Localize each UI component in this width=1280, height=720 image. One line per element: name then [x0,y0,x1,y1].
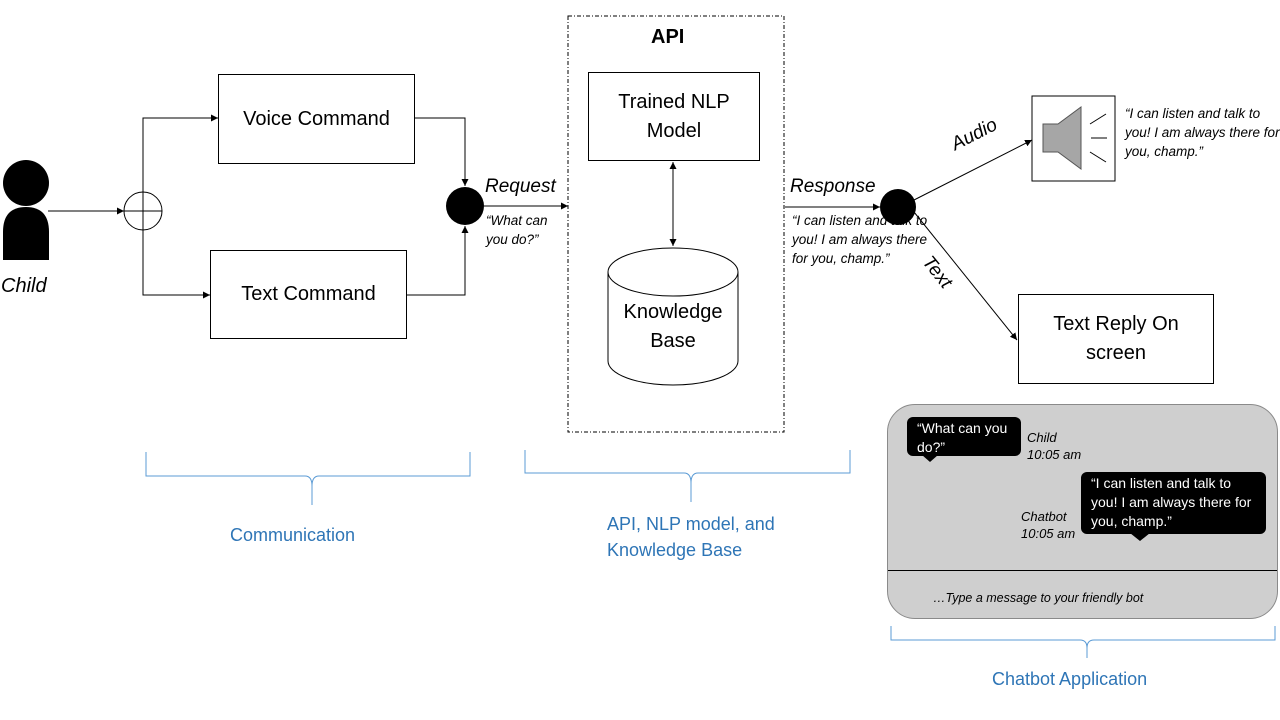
child-bubble-tail [922,455,938,462]
brace-communication [145,452,471,505]
brace-api [524,450,851,502]
child-meta: Child 10:05 am [1027,429,1081,463]
speaker-icon [1042,106,1107,170]
group-label-chatbot: Chatbot Application [992,669,1148,689]
audio-quote: “I can listen and talk to you! I am alwa… [1125,106,1280,159]
bot-time: 10:05 am [1021,526,1076,541]
edge-audio [913,139,1033,201]
nlp-model-label: Trained NLP Model [618,90,730,142]
response-quote: “I can listen and talk to you! I am alwa… [792,213,928,266]
edge-voice-to-merge [414,117,469,186]
edge-to-text-command [142,230,210,299]
edge-text [913,211,1018,341]
bot-message-text: “I can listen and talk to you! I am alwa… [1091,475,1252,529]
merge-node [446,187,484,225]
group-label-communication: Communication [230,525,356,545]
request-quote: “What can you do?” [486,213,548,247]
chat-divider [888,570,1277,571]
chat-window: “What can you do?” Child 10:05 am “I can… [887,404,1278,619]
brace-chatbot [890,626,1276,658]
text-reply-label: Text Reply On screen [1053,313,1179,364]
voice-command-label: Voice Command [243,107,390,130]
child-sender: Child [1027,430,1057,445]
bot-sender: Chatbot [1021,509,1067,524]
output-node [880,189,916,225]
bot-message-bubble: “I can listen and talk to you! I am alwa… [1081,472,1266,534]
response-label: Response [790,176,876,197]
edge-text-to-merge [406,226,469,296]
api-title: API [651,26,685,48]
nlp-model-box: Trained NLP Model [588,72,760,161]
person-icon [3,160,49,260]
text-command-label: Text Command [241,283,376,305]
request-label: Request [485,176,556,197]
knowledge-base-cylinder [607,247,739,386]
child-label: Child [1,275,47,297]
voice-command-box: Voice Command [218,74,415,164]
child-time: 10:05 am [1027,447,1082,462]
bot-meta: Chatbot 10:05 am [1021,508,1075,542]
edge-to-voice-command [142,114,218,192]
child-message-bubble: “What can you do?” [907,417,1021,456]
text-command-box: Text Command [210,250,407,339]
message-input[interactable]: …Type a message to your friendly bot [933,591,1144,605]
text-reply-box: Text Reply On screen [1018,294,1214,384]
api-container [567,15,785,433]
knowledge-base-label: Knowledge Base [623,301,723,352]
child-message-text: “What can you do?” [917,420,1008,455]
bot-bubble-tail [1130,533,1150,541]
group-label-api: API, NLP model, and Knowledge Base [607,514,775,560]
summing-junction-icon [123,191,163,231]
